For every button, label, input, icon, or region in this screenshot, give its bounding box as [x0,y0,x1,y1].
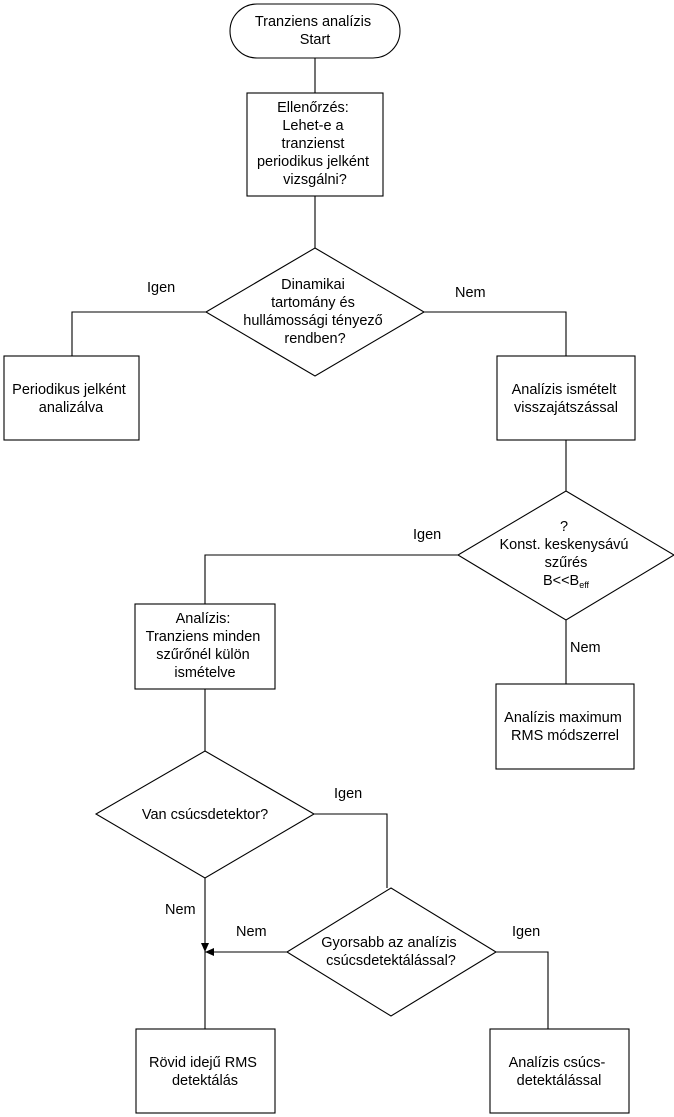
peak-detection-label: Analízis csúcs- [509,1055,606,1071]
per-filter-label: szűrőnél külön [156,647,250,663]
filter-label: ? [560,519,568,535]
dynamic-range-decision: Dinamikai tartomány és hullámossági tény… [204,247,426,377]
label-filter-no: Nem [570,640,601,656]
start-label: Tranziens analízis [255,14,371,30]
label-faster-no: Nem [236,924,267,940]
svg-text:Analízis csúcs- detektál: Analízis csúcs- detektálással [509,1055,610,1089]
svg-text:Rövid idejű RMS detektál: Rövid idejű RMS detektálás [149,1055,261,1089]
filter-formula: B<<B [543,573,579,589]
peak-detection-label: detektálással [517,1073,602,1089]
svg-text:Tranziens analízis Start: Tranziens analízis Start [255,14,375,48]
edge-filter-yes [204,554,458,604]
svg-text:Van csúcsdetektor?: Van csúcsdetektor? [142,807,268,823]
dyn-label: hullámossági tényező [243,313,382,329]
label-dyn-no: Nem [455,285,486,301]
short-rms-box: Rövid idejű RMS detektálás [135,1028,276,1114]
start-node: Tranziens analízis Start [229,3,401,59]
check-label: tranzienst [282,136,345,152]
filter-label: szűrés [545,555,588,571]
label-dyn-yes: Igen [147,280,175,296]
playback-label: Analízis ismételt [512,382,617,398]
edge-dyn-no [424,311,567,356]
svg-text:Gyorsabb az analízis csú: Gyorsabb az analízis csúcsdetektálással? [321,935,460,969]
start-label: Start [300,32,331,48]
dyn-label: tartomány és [271,295,355,311]
short-rms-label: detektálás [172,1073,238,1089]
per-filter-analysis-box: Analízis: Tranziens minden szűrőnél külö… [134,603,276,690]
periodic-analysis-box: Periodikus jelként analizálva [3,355,140,441]
edge-labels: Igen Nem Igen Nem Igen Nem Nem Igen [147,280,601,940]
short-rms-label: Rövid idejű RMS [149,1055,257,1071]
svg-text:Analízis: Tranziens mind: Analízis: Tranziens minden szűrőnél külö… [146,611,265,681]
periodic-label: Periodikus jelként [12,382,126,398]
label-faster-yes: Igen [512,924,540,940]
per-filter-label: ismételve [174,665,235,681]
check-label: periodikus jelként [257,154,369,170]
constant-filter-decision: ? Konst. keskenysávú szűrés B<<Beff [456,490,674,621]
svg-text:? Konst. keskenysávú: ? Konst. keskenysávú szűrés [500,519,633,571]
check-label: vizsgálni? [283,172,347,188]
peak-detector-label: Van csúcsdetektor? [142,807,268,823]
faster-analysis-decision: Gyorsabb az analízis csúcsdetektálással? [285,887,498,1017]
check-process-box: Ellenőrzés: Lehet-e a tranzienst periodi… [246,92,384,197]
dyn-label: rendben? [284,331,345,347]
svg-text:Dinamikai tartomány és: Dinamikai tartomány és hullámossági tény… [243,277,386,347]
edge-peak-yes [314,813,388,888]
svg-text:Periodikus jelként anali: Periodikus jelként analizálva [12,382,130,416]
periodic-label: analizálva [39,400,104,416]
per-filter-label: Analízis: [176,611,231,627]
playback-label: visszajátszással [514,400,618,416]
svg-text:Ellenőrzés: Lehet-e a: Ellenőrzés: Lehet-e a tranzienst periodi… [257,100,373,188]
edge-dyn-yes [71,311,206,356]
svg-text:B<<Beff: B<<Beff [543,573,590,590]
max-rms-label: RMS módszerrel [511,728,619,744]
repeat-playback-box: Analízis ismételt visszajátszással [496,355,636,441]
label-peak-no: Nem [165,902,196,918]
max-rms-label: Analízis maximum [504,710,622,726]
label-filter-yes: Igen [413,527,441,543]
max-rms-box: Analízis maximum RMS módszerrel [495,683,635,770]
svg-text:Analízis ismételt vissza: Analízis ismételt visszajátszással [512,382,621,416]
per-filter-label: Tranziens minden [146,629,261,645]
faster-label: csúcsdetektálással? [326,953,456,969]
peak-detector-decision: Van csúcsdetektor? [94,750,316,879]
dyn-label: Dinamikai [281,277,345,293]
connectors [71,58,567,1029]
label-peak-yes: Igen [334,786,362,802]
check-label: Ellenőrzés: [277,100,349,116]
svg-text:Analízis maximum RMS mód: Analízis maximum RMS módszerrel [504,710,626,744]
filter-label: Konst. keskenysávú [500,537,629,553]
check-label: Lehet-e a [282,118,344,134]
faster-label: Gyorsabb az analízis [321,935,456,951]
filter-formula-subscript: eff [579,580,589,590]
edge-faster-yes [496,951,549,1029]
peak-detection-box: Analízis csúcs- detektálással [489,1028,630,1114]
